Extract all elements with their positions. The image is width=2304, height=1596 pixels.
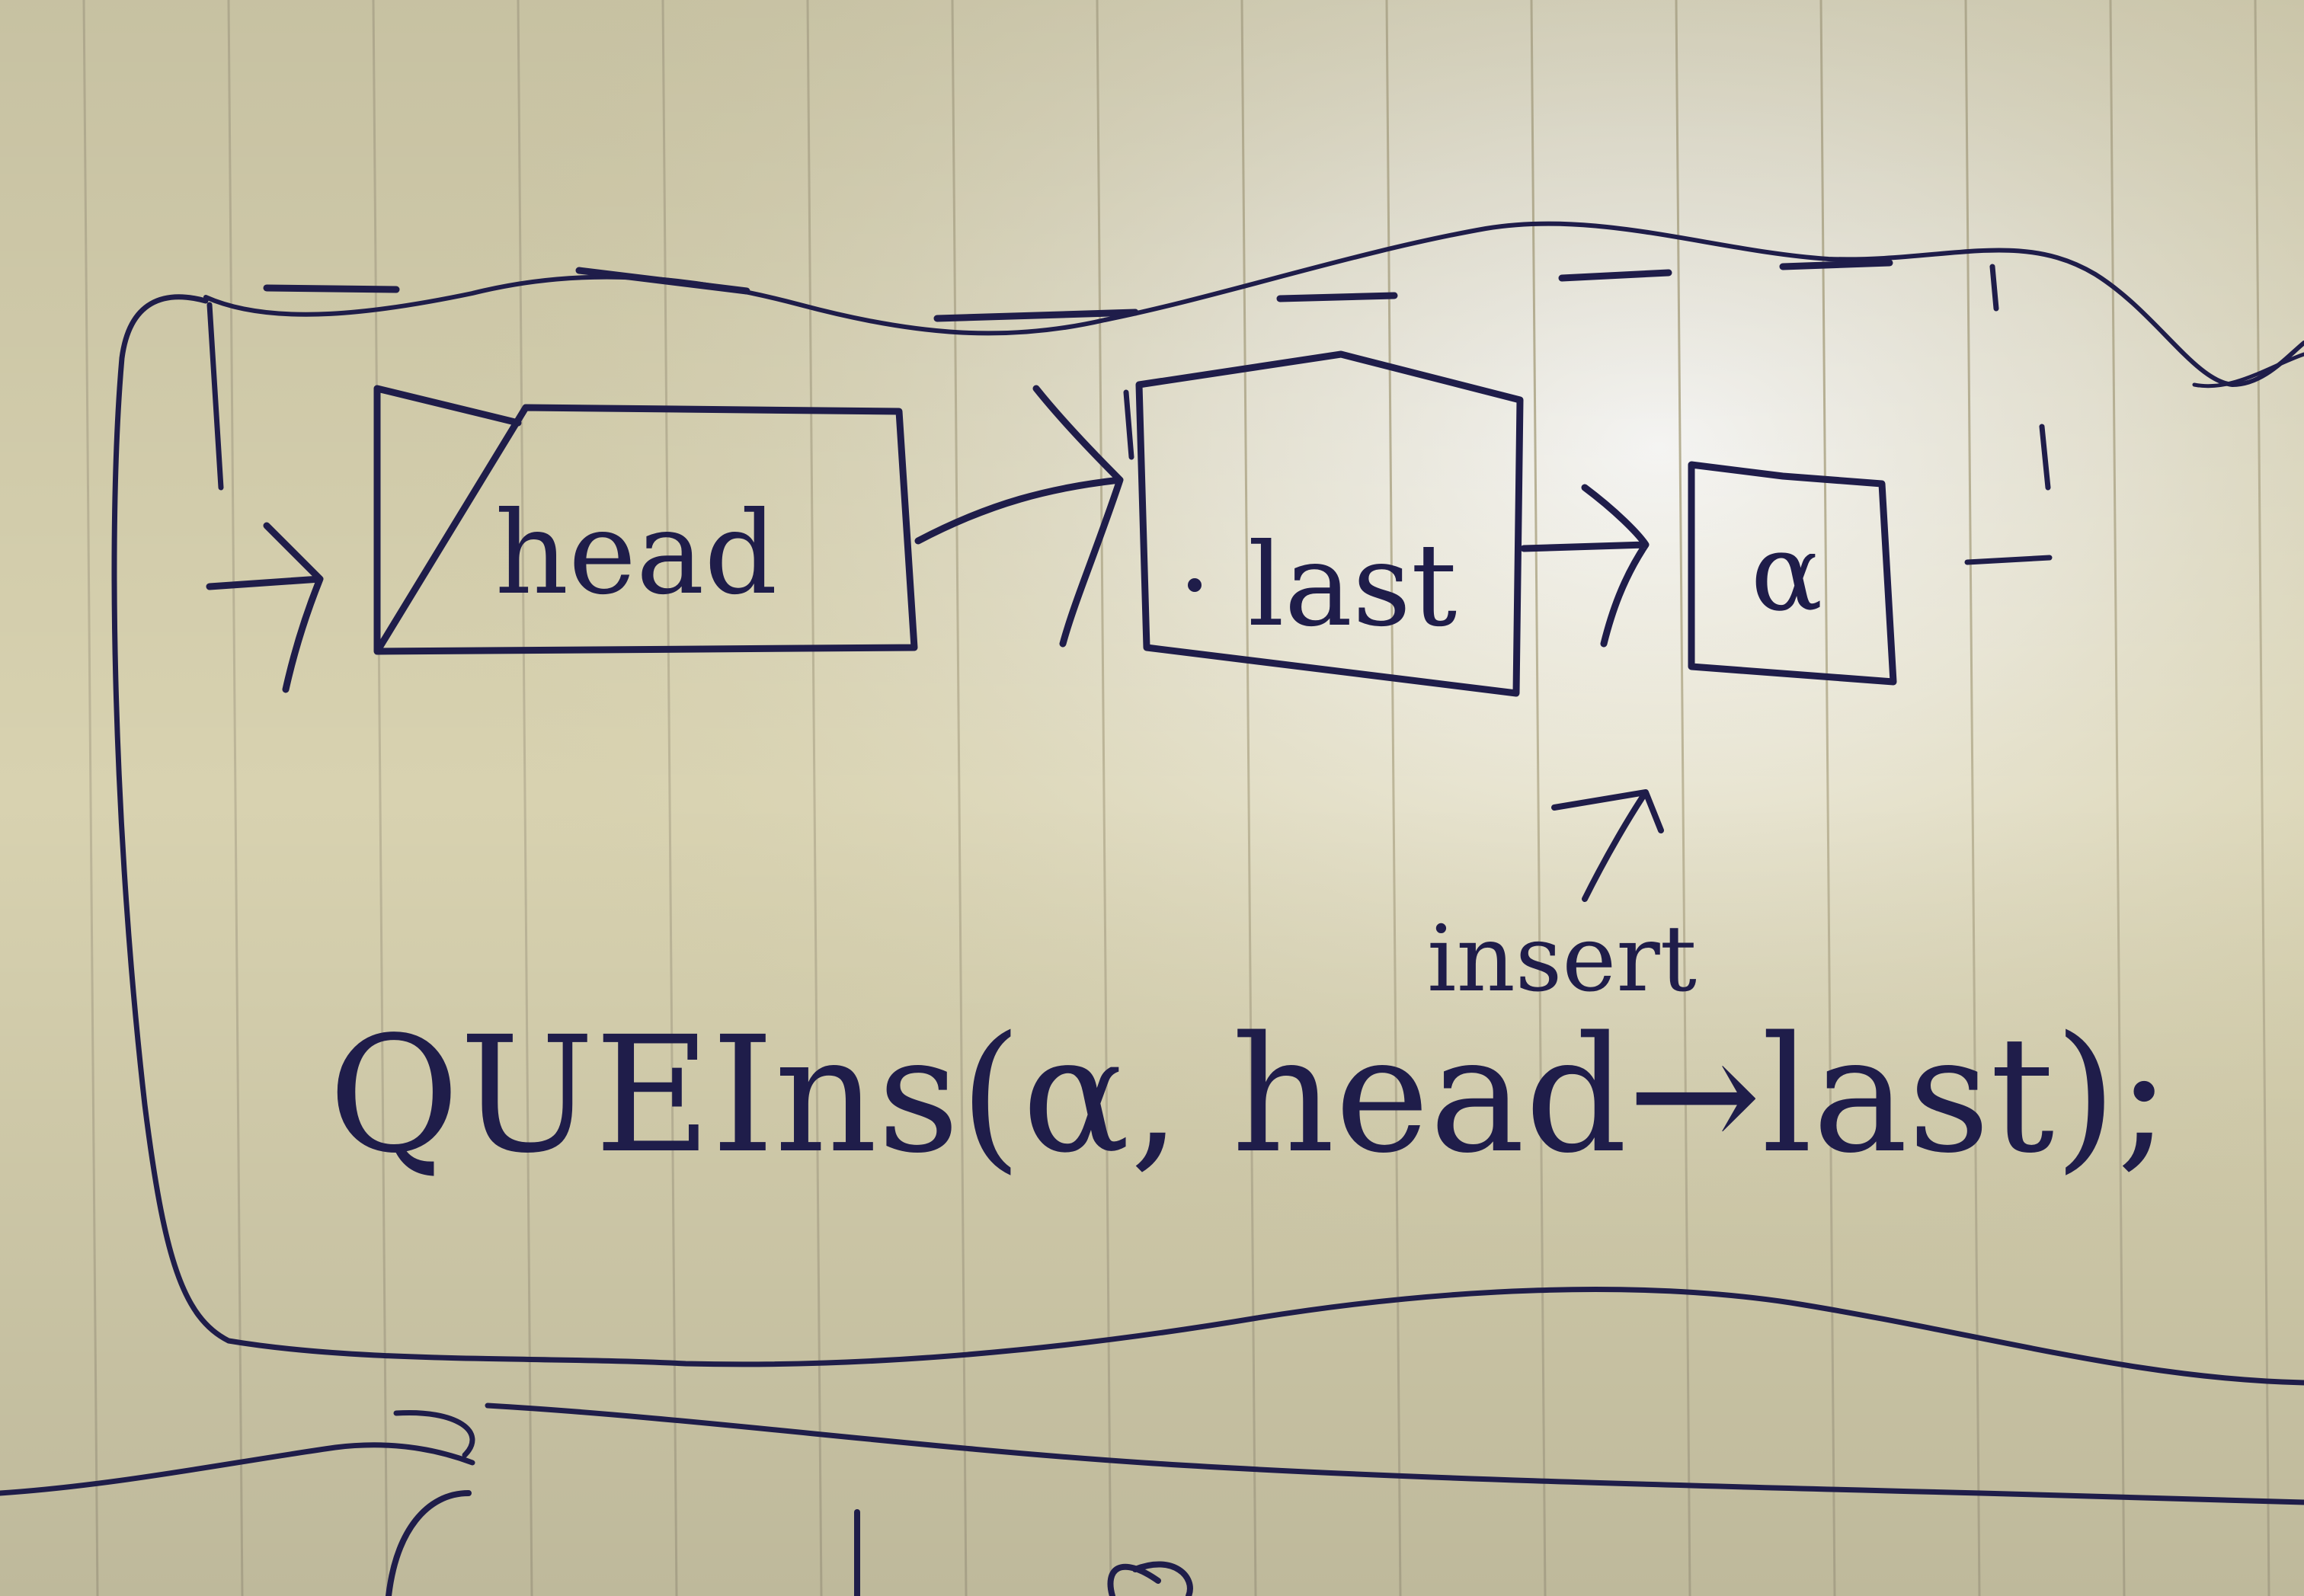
edge-last-to-alpha	[1520, 484, 1650, 648]
top-dash	[933, 309, 1139, 322]
node-alpha-label: α	[1751, 511, 1823, 635]
top-dash	[1558, 269, 1672, 282]
top-dash	[1276, 292, 1398, 302]
node-last-label: last	[1248, 520, 1458, 652]
top-dash	[575, 267, 750, 295]
node-last-dot	[1188, 578, 1202, 592]
insert-label: insert	[1427, 907, 1697, 1012]
call-text: QUEIns(α, head→last);	[328, 1002, 2171, 1188]
top-wave-echo	[2192, 352, 2304, 389]
edge-head-to-last	[914, 385, 1124, 648]
partial-letter	[1107, 1561, 1193, 1596]
right-dash	[1964, 555, 2053, 565]
bottom-wave-line	[0, 1409, 475, 1496]
partial-letter	[386, 1490, 472, 1596]
top-dash	[263, 284, 400, 293]
top-dash	[1779, 259, 1893, 270]
node-head-box	[373, 385, 918, 655]
insert-arrow	[1551, 789, 1664, 902]
last-box-mark	[1123, 389, 1134, 460]
right-dash	[1989, 264, 1999, 312]
node-head-label: head	[495, 488, 778, 620]
top-wave-line	[203, 221, 2304, 387]
node-last-box	[1135, 350, 1524, 697]
right-dash	[2039, 424, 2051, 491]
bottom-wave-line-2	[485, 1402, 2304, 1505]
outer-enclosure-line	[111, 294, 2304, 1386]
left-tick	[206, 302, 224, 491]
node-alpha-box	[1688, 461, 1897, 686]
entry-arrow	[206, 522, 324, 693]
